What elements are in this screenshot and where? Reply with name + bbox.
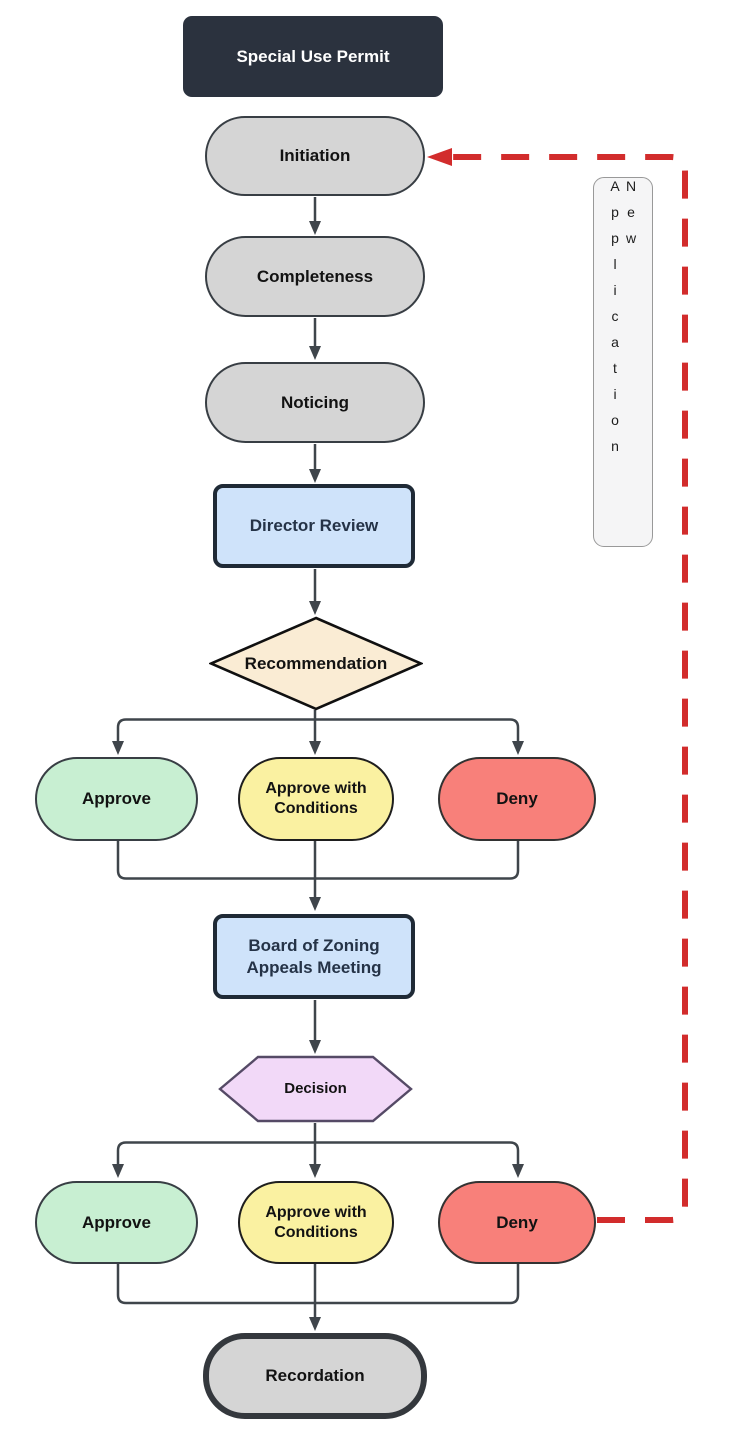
- diamond-shape: [209, 616, 423, 711]
- node-completeness: Completeness: [205, 236, 425, 317]
- node-director-review: Director Review: [213, 484, 415, 568]
- node-decision: Decision: [218, 1055, 413, 1123]
- edge-decision-deny2: [315, 1141, 524, 1178]
- node-completeness-label: Completeness: [256, 266, 374, 286]
- title-node: Special Use Permit: [183, 16, 443, 97]
- hexagon-shape: [218, 1055, 413, 1123]
- new-application-label: New Application: [607, 178, 639, 464]
- edge-recommendation-approve1: [112, 718, 315, 755]
- node-approve-conditions-1: Approve with Conditions: [238, 757, 394, 841]
- node-decision-label: Decision: [284, 1079, 347, 1097]
- node-approve-1: Approve: [35, 757, 198, 841]
- node-board-meeting: Board of Zoning Appeals Meeting: [213, 914, 415, 999]
- node-approve-conditions-1-label: Approve with Conditions: [265, 780, 367, 817]
- node-noticing-label: Noticing: [281, 392, 349, 412]
- node-recordation: Recordation: [203, 1333, 427, 1419]
- node-deny-2: Deny: [438, 1181, 596, 1264]
- node-approve-conditions-2: Approve with Conditions: [238, 1181, 394, 1264]
- node-approve-2: Approve: [35, 1181, 198, 1264]
- node-recordation-label: Recordation: [265, 1366, 365, 1386]
- node-recommendation-label: Recommendation: [244, 653, 388, 673]
- edge-recommendation-deny1: [315, 718, 524, 755]
- edge-merge1: [116, 841, 520, 880]
- node-recommendation: Recommendation: [209, 616, 423, 711]
- node-approve-conditions-2-label: Approve with Conditions: [265, 1203, 367, 1241]
- node-initiation: Initiation: [205, 116, 425, 196]
- node-noticing: Noticing: [205, 362, 425, 443]
- edge-merge2: [116, 1264, 520, 1305]
- node-initiation-label: Initiation: [279, 146, 351, 166]
- node-approve-2-label: Approve: [82, 1212, 151, 1232]
- node-deny-1: Deny: [438, 757, 596, 841]
- title-label: Special Use Permit: [236, 46, 390, 66]
- node-board-meeting-label: Board of Zoning Appeals Meeting: [246, 936, 382, 977]
- edge-decision-approve2: [112, 1141, 315, 1178]
- node-deny-1-label: Deny: [496, 789, 538, 809]
- new-application-panel: New Application: [593, 177, 653, 547]
- node-director-review-label: Director Review: [249, 516, 379, 536]
- node-deny-2-label: Deny: [496, 1212, 538, 1232]
- node-approve-1-label: Approve: [82, 789, 151, 809]
